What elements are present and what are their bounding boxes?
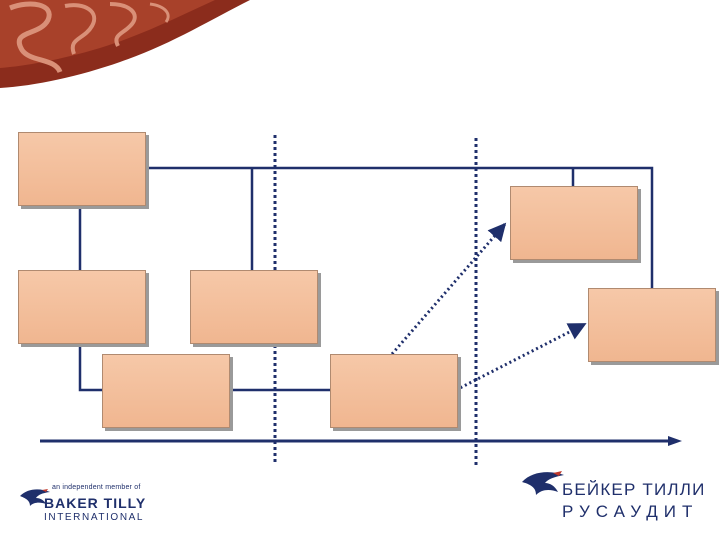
- diagram-box-g: [588, 288, 716, 362]
- diagram-box-a: [18, 132, 146, 206]
- logo-baker-tilly-international: an independent member of BAKER TILLY INT…: [18, 484, 158, 526]
- diagram-box-c: [190, 270, 318, 344]
- logo-left-tagline: an independent member of: [52, 484, 141, 491]
- eagle-icon: [522, 471, 564, 495]
- diagram-box-d: [102, 354, 230, 428]
- logo-baker-tilly-rusaudit: БЕЙКЕР ТИЛЛИ РУСАУДИТ: [520, 466, 710, 530]
- connector-b-to-d: [78, 343, 102, 392]
- dotted-arrow-f-to-e: [390, 222, 507, 355]
- connector-top-bus: [144, 166, 654, 288]
- diagram-box-e: [510, 186, 638, 260]
- logo-right-name-line1: БЕЙКЕР ТИЛЛИ: [562, 480, 706, 499]
- logo-right-name-line2: РУСАУДИТ: [562, 502, 699, 521]
- dotted-arrow-f-to-g: [455, 322, 587, 392]
- diagram-box-b: [18, 270, 146, 344]
- diagram-box-f: [330, 354, 458, 428]
- eagle-icon: [20, 489, 50, 506]
- logo-left-name-line1: BAKER TILLY: [44, 495, 147, 511]
- logo-left-name-line2: INTERNATIONAL: [44, 512, 145, 523]
